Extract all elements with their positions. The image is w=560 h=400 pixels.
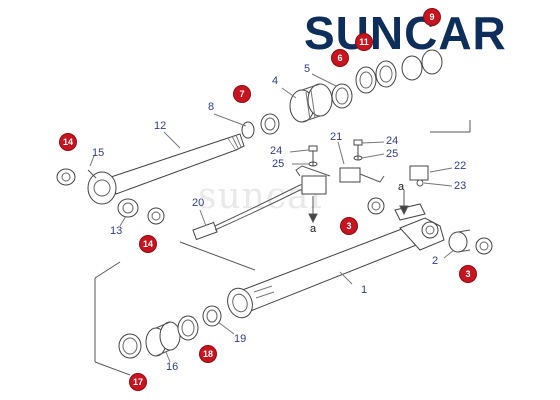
badge-part-17: 17: [130, 374, 146, 390]
label-part-1: 1: [361, 284, 368, 296]
badge-part-9: 9: [424, 9, 440, 25]
label-part-23: 23: [454, 180, 467, 192]
leader-13: [119, 215, 127, 227]
leader-5: [311, 73, 337, 87]
ring-11: [375, 60, 397, 88]
seal-14: [147, 207, 165, 225]
label-part-24-right: 24: [386, 135, 399, 147]
leader-8: [213, 113, 247, 127]
label-part-15: 15: [92, 147, 105, 159]
ring-7: [260, 113, 280, 135]
leader-16: [165, 351, 171, 363]
pipe-21: [295, 165, 385, 195]
leader-21: [337, 141, 345, 165]
label-part-25-right: 25: [386, 148, 399, 160]
badge-part-3-right: 3: [460, 266, 476, 282]
label-part-20: 20: [192, 197, 205, 209]
seal-3-top: [367, 197, 385, 215]
pipe-20: [192, 181, 319, 241]
label-part-13: 13: [110, 225, 123, 237]
ring-6: [355, 66, 377, 94]
ring-18: [177, 315, 199, 341]
ring-10: [401, 55, 423, 81]
badge-part-3-center: 3: [341, 218, 357, 234]
ring-5: [331, 83, 353, 109]
leader-22: [429, 167, 453, 173]
snap-ring-8: [241, 121, 255, 139]
leader-2: [443, 249, 455, 259]
badge-part-11: 11: [356, 34, 372, 50]
leader-19: [217, 321, 235, 335]
bushing-19: [202, 305, 222, 327]
ring-9: [421, 49, 443, 75]
badge-part-14-top: 14: [60, 134, 76, 150]
badge-part-14-bottom: 14: [140, 236, 156, 252]
label-part-4: 4: [272, 75, 279, 87]
gland-16: [145, 321, 181, 357]
guide-line: [94, 261, 121, 279]
badge-part-7: 7: [234, 86, 250, 102]
label-part-8: 8: [208, 101, 215, 113]
leader-4: [281, 87, 297, 99]
piston: [289, 83, 333, 123]
label-part-2: 2: [432, 255, 439, 267]
guide-line: [179, 241, 256, 271]
leader-24a: [289, 149, 309, 153]
suncar-logo: SUNCAR: [304, 7, 507, 59]
label-part-16: 16: [166, 361, 179, 373]
grease-fitting-15: [87, 169, 97, 179]
seal-3: [475, 237, 493, 255]
leader-1: [339, 271, 353, 285]
fitting-22: [409, 165, 429, 187]
seal-14-top: [56, 168, 76, 186]
badge-part-6: 6: [332, 50, 348, 66]
leader-23: [423, 182, 453, 187]
leader-25b: [361, 153, 385, 159]
bushing-2: [448, 229, 471, 253]
label-part-19: 19: [234, 333, 247, 345]
label-part-12: 12: [154, 120, 167, 132]
guide-line: [94, 361, 131, 376]
leader-20: [199, 209, 207, 227]
bushing-13: [117, 198, 139, 218]
label-a-right: a: [398, 181, 405, 193]
label-part-22: 22: [454, 160, 467, 172]
leader-15: [89, 155, 95, 167]
label-part-25-left: 25: [272, 158, 285, 170]
leader-24b: [361, 141, 385, 144]
label-part-5: 5: [304, 63, 311, 75]
cylinder-tube: [227, 203, 445, 319]
badge-part-18: 18: [200, 346, 216, 362]
leader-12: [163, 131, 181, 149]
piston-rod: [87, 133, 245, 205]
seal-17: [118, 333, 142, 359]
label-part-21: 21: [330, 131, 343, 143]
label-a-left: a: [310, 223, 317, 235]
label-part-24-left: 24: [270, 145, 283, 157]
